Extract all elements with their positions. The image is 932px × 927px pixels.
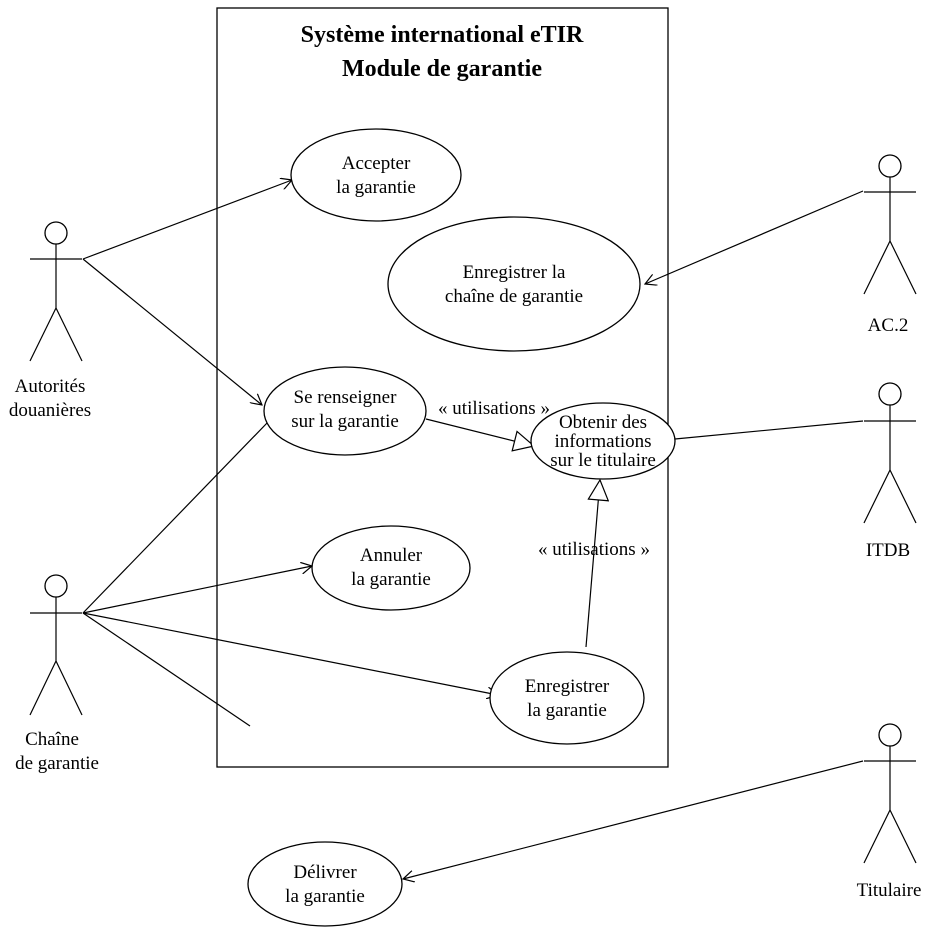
use-case-label: Annuler — [360, 545, 423, 566]
actor-label: douanières — [9, 400, 91, 421]
assoc-chaine-delivrer — [82, 612, 251, 727]
use-case-ellipse — [530, 402, 676, 480]
use-case-label: Enregistrer la — [463, 262, 566, 283]
use-case-accepter: Accepter la garantie — [290, 128, 462, 222]
use-case-enregistrer: Enregistrer la garantie — [489, 651, 645, 745]
assoc-titulaire-delivrer — [403, 760, 864, 879]
use-case-obtenir: Obtenir des informations sur le titulair… — [530, 402, 676, 480]
use-case-label: sur le titulaire — [550, 450, 656, 471]
stick-figure-icon — [29, 221, 83, 362]
include-label-horizontal: « utilisations » — [438, 398, 550, 419]
actor-label: ITDB — [866, 540, 910, 561]
use-case-enregistrer-chaine: Enregistrer la chaîne de garantie — [387, 216, 641, 352]
stick-figure-icon — [863, 154, 917, 295]
use-case-label: la garantie — [336, 177, 416, 198]
use-case-label: la garantie — [351, 569, 431, 590]
use-case-delivrer: Délivrer la garantie — [247, 841, 403, 927]
stick-figure-icon — [29, 574, 83, 716]
actor-label: Autorités — [15, 376, 86, 397]
actor-chaine: Chaîne de garantie — [15, 574, 99, 774]
use-case-label: Enregistrer — [525, 676, 610, 697]
include-label-vertical: « utilisations » — [538, 539, 650, 560]
stick-figure-icon — [863, 723, 917, 864]
assoc-chaine-enregistrer — [82, 612, 498, 695]
actor-label: AC.2 — [868, 315, 909, 336]
include-enregistrer-obtenir — [585, 480, 600, 648]
actor-ac2: AC.2 — [863, 154, 917, 336]
system-title-line1: Système international eTIR — [301, 22, 584, 48]
use-case-annuler: Annuler la garantie — [311, 525, 471, 611]
stick-figure-icon — [863, 382, 917, 524]
assoc-autorites-accepter — [82, 180, 292, 260]
assoc-itdb-obtenir — [674, 420, 864, 440]
use-case-ellipse — [311, 525, 471, 611]
actor-label: Titulaire — [857, 880, 922, 901]
assoc-ac2-enregistrer-chaine — [645, 190, 864, 284]
use-case-ellipse — [263, 366, 427, 456]
actor-itdb: ITDB — [863, 382, 917, 561]
use-case-label: informations — [554, 431, 651, 452]
assoc-chaine-renseigner — [82, 421, 269, 614]
include-renseigner-obtenir — [425, 418, 534, 446]
use-case-label: Obtenir des — [559, 412, 647, 433]
use-case-label: Délivrer — [293, 862, 357, 883]
system-boundary — [216, 7, 669, 768]
use-case-label: la garantie — [527, 700, 607, 721]
actor-titulaire: Titulaire — [857, 723, 922, 901]
use-case-label: Se renseigner — [294, 387, 398, 408]
actor-label: Chaîne — [25, 729, 79, 750]
actor-autorites: Autorités douanières — [9, 221, 91, 421]
associations — [82, 180, 864, 879]
use-case-label: la garantie — [285, 886, 365, 907]
assoc-chaine-annuler — [82, 566, 312, 614]
use-case-ellipse — [290, 128, 462, 222]
use-case-label: chaîne de garantie — [445, 286, 583, 307]
use-case-label: sur la garantie — [291, 411, 399, 432]
use-case-ellipse — [489, 651, 645, 745]
actor-label: de garantie — [15, 753, 99, 774]
use-case-renseigner: Se renseigner sur la garantie — [263, 366, 427, 456]
use-case-ellipse — [247, 841, 403, 927]
use-case-label: Accepter — [342, 153, 411, 174]
system-title-line2: Module de garantie — [342, 56, 542, 82]
use-case-ellipse — [387, 216, 641, 352]
assoc-autorites-renseigner — [82, 258, 262, 405]
